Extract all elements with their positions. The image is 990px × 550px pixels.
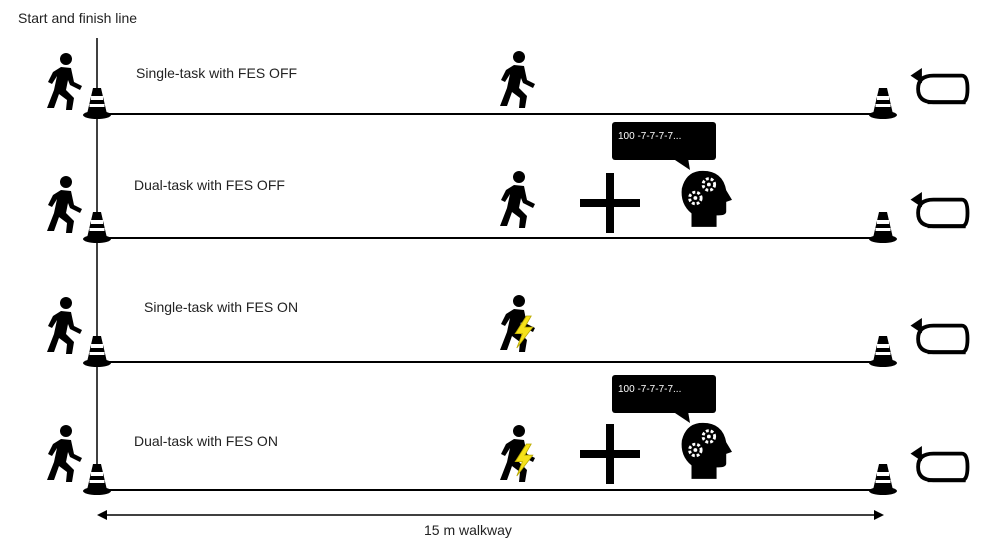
speech-bubble: 100 -7-7-7-7... bbox=[612, 122, 716, 170]
start-finish-label: Start and finish line bbox=[18, 10, 137, 26]
cone-icon bbox=[869, 464, 897, 495]
cone-icon bbox=[869, 336, 897, 367]
row-single-task-fes-off: Single-task with FES OFF bbox=[47, 51, 970, 119]
row-dual-task-fes-on: Dual-task with FES ON 100 -7-7-7-7... bbox=[47, 375, 970, 495]
walker-icon bbox=[500, 295, 535, 352]
brain-gears-head-icon bbox=[680, 421, 732, 480]
row-label: Dual-task with FES OFF bbox=[134, 177, 285, 193]
distance-label: 15 m walkway bbox=[424, 522, 512, 538]
cone-icon bbox=[869, 212, 897, 243]
counting-task-text: 100 -7-7-7-7... bbox=[618, 131, 681, 142]
walker-icon bbox=[500, 171, 535, 228]
row-dual-task-fes-off: Dual-task with FES OFF 100 -7-7-7-7... bbox=[47, 122, 970, 243]
u-turn-arrow-icon bbox=[908, 192, 970, 229]
brain-gears-head-icon bbox=[680, 169, 732, 228]
walker-icon bbox=[47, 53, 82, 110]
speech-bubble: 100 -7-7-7-7... bbox=[612, 375, 716, 423]
walker-icon bbox=[47, 297, 82, 354]
row-single-task-fes-on: Single-task with FES ON bbox=[47, 295, 970, 367]
u-turn-arrow-icon bbox=[908, 318, 970, 355]
u-turn-arrow-icon bbox=[908, 68, 970, 105]
plus-icon bbox=[580, 173, 640, 233]
row-label: Single-task with FES ON bbox=[144, 299, 298, 315]
plus-icon bbox=[580, 424, 640, 484]
counting-task-text: 100 -7-7-7-7... bbox=[618, 384, 681, 395]
distance-arrow bbox=[97, 510, 884, 520]
walker-icon bbox=[500, 51, 535, 108]
row-label: Dual-task with FES ON bbox=[134, 433, 278, 449]
u-turn-arrow-icon bbox=[908, 446, 970, 483]
walker-icon bbox=[47, 176, 82, 233]
walker-icon bbox=[47, 425, 82, 482]
row-label: Single-task with FES OFF bbox=[136, 65, 297, 81]
cone-icon bbox=[869, 88, 897, 119]
